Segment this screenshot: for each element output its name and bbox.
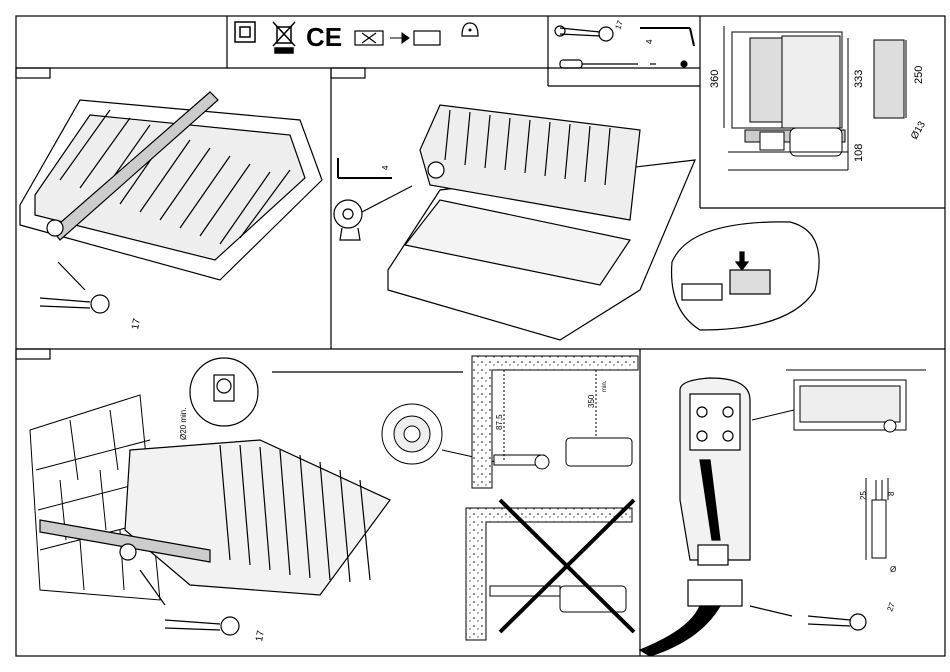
step4-wrench-icon [750,606,866,630]
offset-dimension: 87,5 [495,414,504,430]
step1-illustration [20,92,322,280]
step2-detail-circle [334,186,412,240]
step1-wrench-size: 17 [130,317,143,330]
dimension-drawing [724,26,906,170]
wall-clearance-note: min. [602,380,608,392]
step1-wrench-icon [40,262,109,313]
arrow-icon [390,33,409,43]
double-insulation-icon [235,22,255,42]
wrench-size-label: 17 [613,19,625,31]
connector-detail [672,222,820,330]
cable-strip-detail [866,478,888,560]
lamp-replace-icon [355,31,383,45]
blank-box-icon [414,31,440,45]
anchor-size: Ø20 min. [179,408,188,440]
header-symbols: CE [235,22,478,53]
terminal-block [640,378,750,656]
tools-box: 17 4 [555,19,694,68]
terminal-detail-box [752,370,926,432]
step3-wrench-size: 17 [254,629,267,642]
step4-wrench-size: 27 [885,601,897,613]
strip-core: 8 [887,491,896,496]
wrench-icon [555,26,613,41]
step2-illustration [388,105,695,340]
step2-hex-key-size: 4 [381,165,390,170]
dim-bolt: Ø13 [909,119,928,141]
dim-body-height: 333 [853,70,865,88]
dim-height: 360 [709,70,721,88]
strip-length: 25 [859,491,868,500]
dim-depth: 108 [853,144,865,162]
cable-diameter: Ø [890,565,896,574]
hex-key-size-label: 4 [645,39,654,44]
ce-mark-icon: CE [306,22,342,52]
wall-section-wrong [466,500,634,640]
wall-clearance: 350 [587,394,596,408]
no-bin-icon [273,22,295,53]
dim-width: 250 [913,66,925,84]
screwdriver-icon [560,60,687,68]
